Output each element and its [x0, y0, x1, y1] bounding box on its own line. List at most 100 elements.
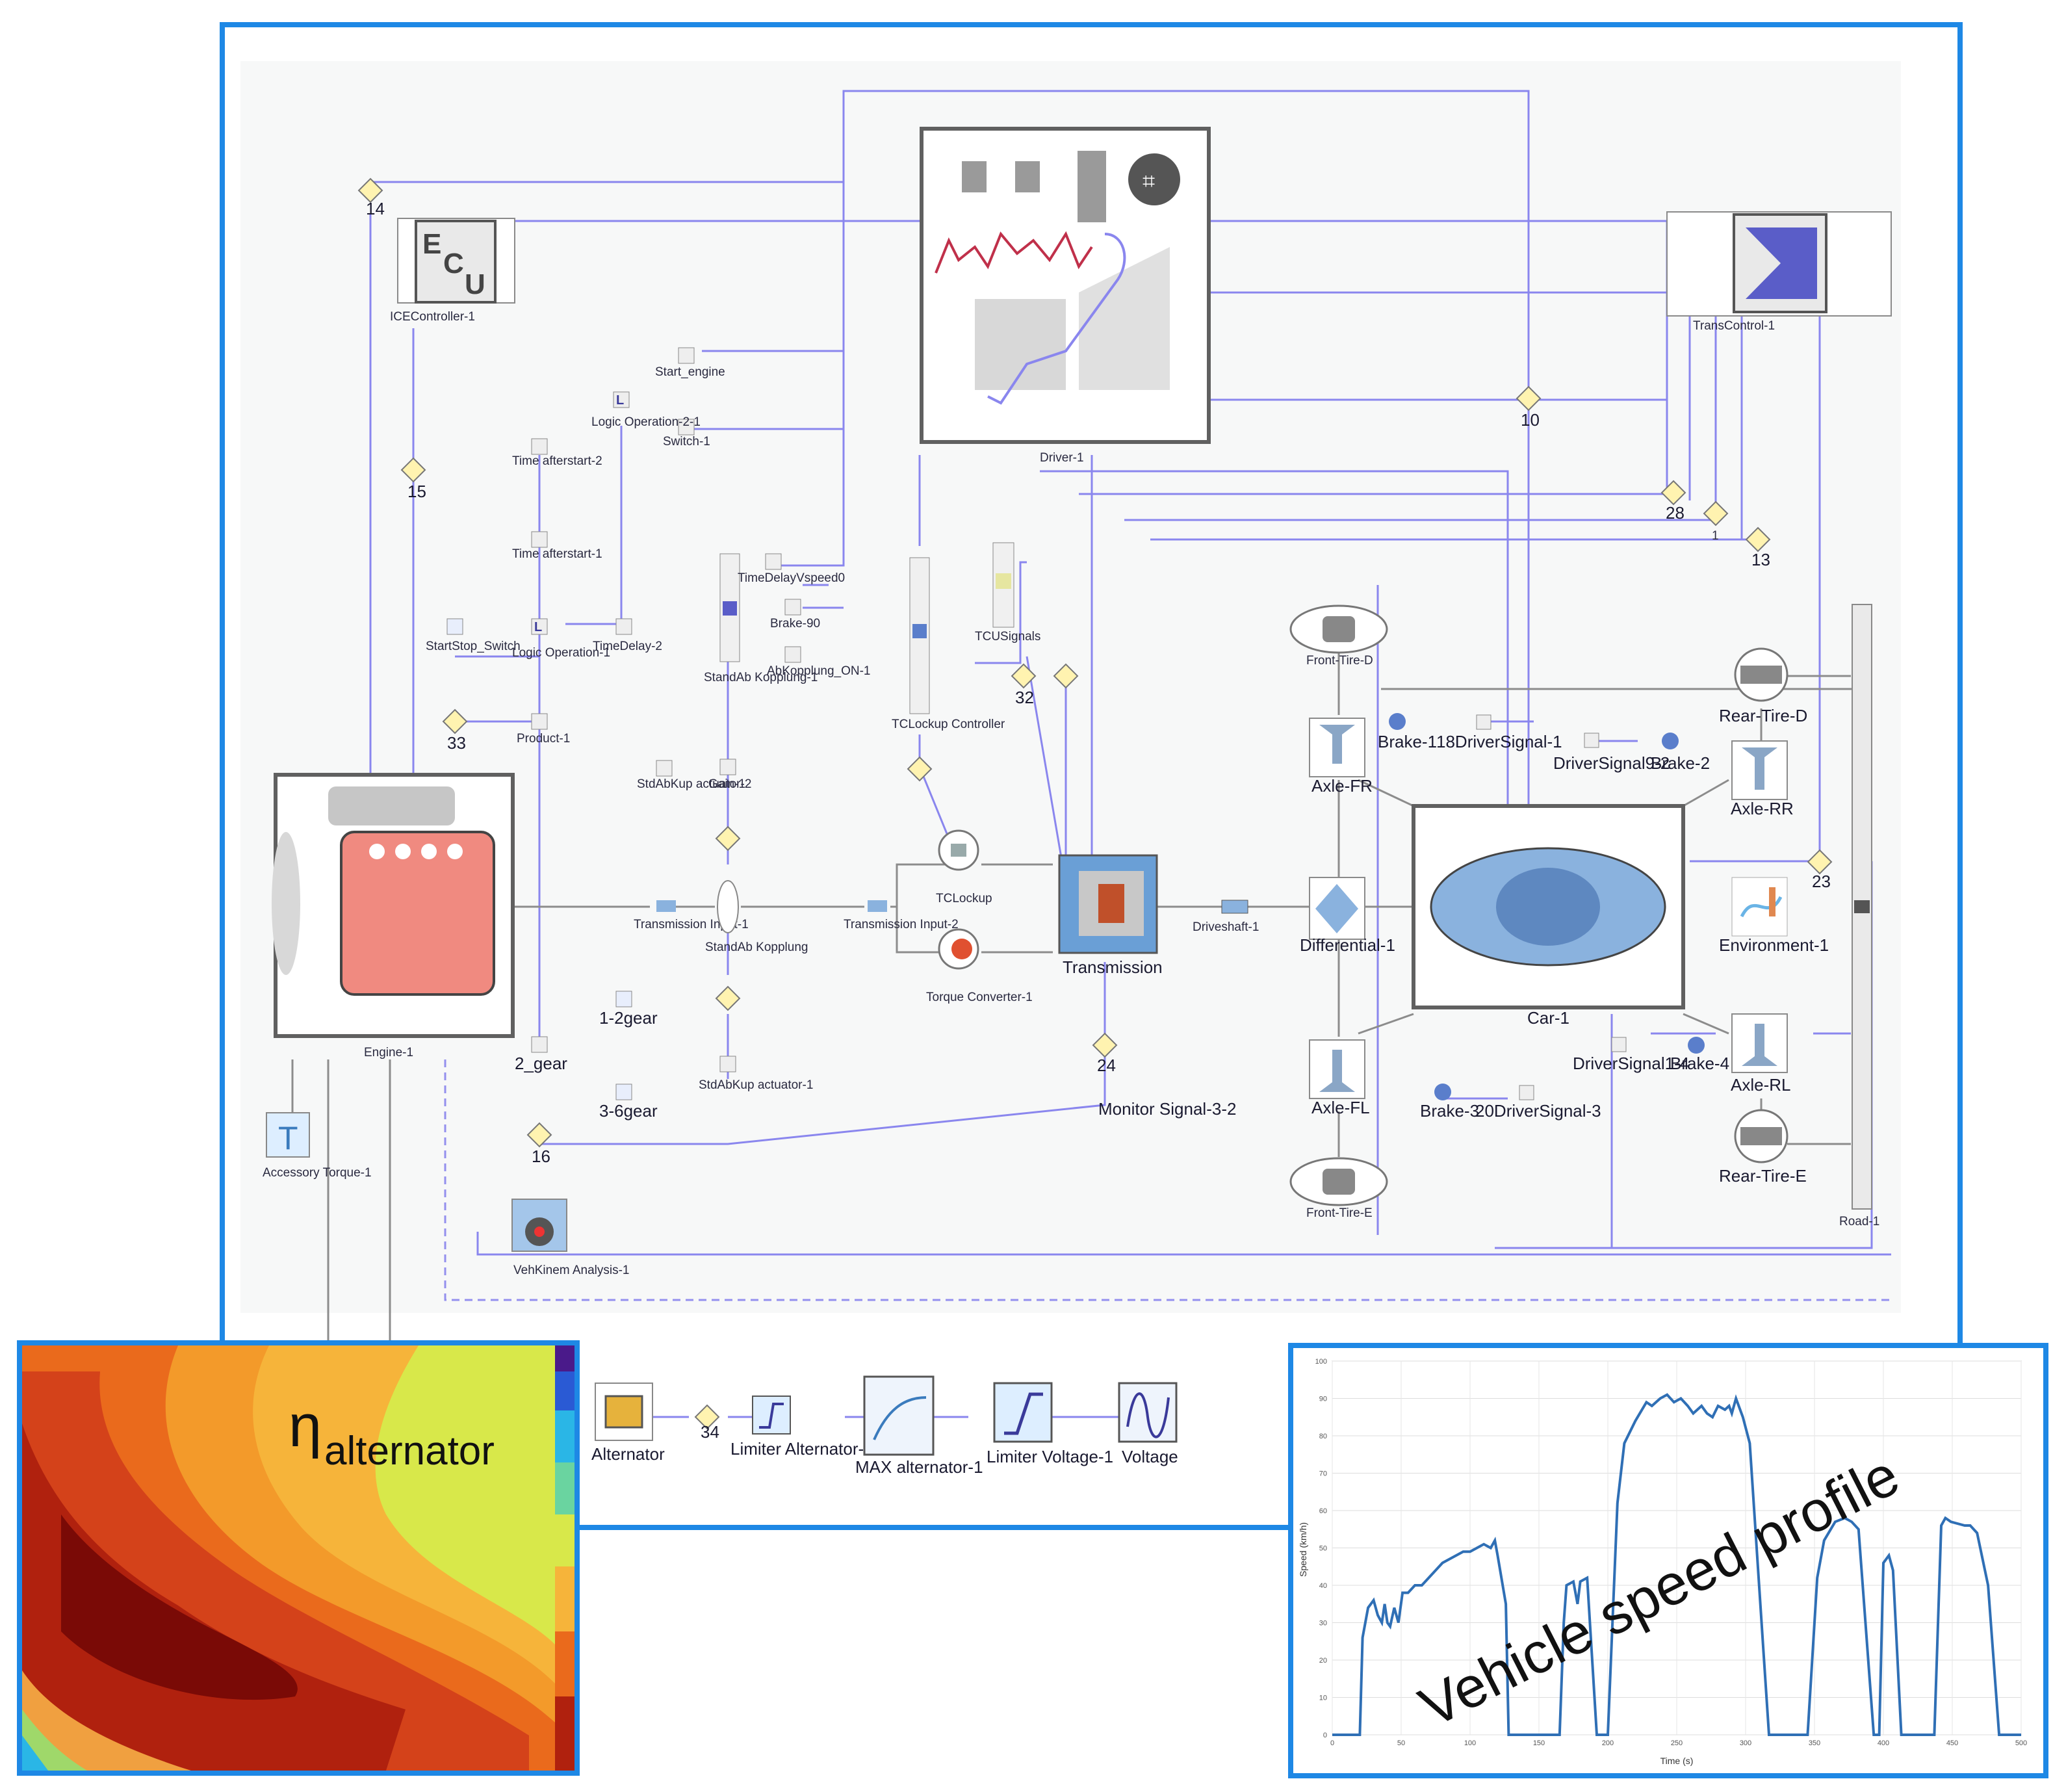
brake-3[interactable]: Brake-3 [1420, 1084, 1479, 1121]
tclockup-block[interactable]: TCLockup [936, 829, 992, 905]
brake-90-block[interactable]: Brake-90 [770, 599, 820, 630]
efficiency-map-inset: η alternator [17, 1340, 580, 1776]
start-engine-block[interactable]: Start_engine [655, 347, 725, 379]
stdabkup-actuator-2-block[interactable]: StdAbKup actuator-2 [637, 760, 751, 791]
connector-14[interactable]: 14 [357, 177, 385, 218]
connector-11[interactable] [1053, 663, 1079, 689]
brake-2[interactable]: Brake-2 [1651, 733, 1710, 773]
connector-kopp-b[interactable] [715, 985, 741, 1011]
connector-13[interactable]: 13 [1745, 526, 1771, 569]
x-tick-label: 400 [1878, 1739, 1889, 1747]
gear-1-2-block[interactable]: 1-2gear [599, 991, 658, 1028]
product-block[interactable]: Product-1 [517, 713, 570, 746]
road-block[interactable]: Road-1 [1839, 604, 1879, 1228]
svg-text:15: 15 [407, 482, 426, 501]
axle-icon [1742, 1024, 1777, 1066]
connector-33[interactable]: 33 [442, 708, 468, 753]
ecu-block[interactable]: E C U ICEController-1 [390, 218, 515, 324]
stdabkup-actuator-1-block[interactable]: StdAbKup actuator-1 [699, 1056, 813, 1092]
switch-1-block[interactable]: Switch-1 [663, 419, 710, 448]
time-after-2-block[interactable]: Time afterstart-2 [512, 438, 602, 468]
driver-signal-4[interactable]: DriverSignal1-4 [1573, 1037, 1689, 1073]
connector-23[interactable]: 23 [1807, 849, 1833, 891]
driver-signal-2[interactable]: DriverSignal9-2 [1553, 733, 1670, 773]
x-tick-label: 150 [1533, 1739, 1545, 1747]
rear-tire-e[interactable]: Rear-Tire-E [1719, 1109, 1807, 1186]
svg-text:3-6gear: 3-6gear [599, 1101, 658, 1121]
car-block[interactable]: Car-1 [1412, 804, 1685, 1028]
driver-signal-3[interactable]: 20DriverSignal-3 [1475, 1085, 1601, 1121]
y-tick-label: 40 [1319, 1582, 1327, 1590]
svg-text:MAX alternator-1: MAX alternator-1 [855, 1457, 983, 1477]
connector-15[interactable]: 15 [400, 457, 426, 501]
y-tick-label: 30 [1319, 1620, 1327, 1628]
standab-kopplung[interactable]: StandAb Kopplung [705, 880, 808, 954]
driver-label: Driver-1 [1040, 451, 1084, 465]
svg-text:Switch-1: Switch-1 [663, 435, 710, 448]
brake-4[interactable]: Brake-4 [1670, 1037, 1729, 1073]
limiter-voltage-block[interactable]: Limiter Voltage-1 [987, 1382, 1113, 1466]
abkopplung-on-block[interactable]: AbKopplung_ON-1 [767, 646, 871, 678]
connector-34[interactable]: 34 [694, 1404, 720, 1442]
engine-cover-icon [328, 786, 455, 825]
driver-signal-1[interactable]: 18DriverSignal-1 [1436, 714, 1562, 751]
svg-text:33: 33 [447, 733, 466, 753]
svg-text:Alternator: Alternator [591, 1444, 665, 1464]
front-tire-e[interactable]: Front-Tire-E [1289, 1157, 1388, 1220]
transmission-input-2[interactable]: Transmission Input-2 [844, 900, 959, 931]
gear-3-6-block[interactable]: 3-6gear [599, 1084, 658, 1121]
alternator-block[interactable]: Alternator [591, 1383, 665, 1464]
y-tick-label: 80 [1319, 1433, 1327, 1440]
axle-fr[interactable]: Axle-FR [1309, 718, 1373, 796]
car-label: Car-1 [1527, 1008, 1569, 1028]
max-alternator-block[interactable]: MAX alternator-1 [855, 1375, 983, 1477]
connector-28[interactable]: 28 [1660, 480, 1686, 523]
torque-converter-block[interactable]: Torque Converter-1 [926, 928, 1033, 1004]
connector-24[interactable]: 24 [1092, 1032, 1118, 1075]
front-tire-d[interactable]: Front-Tire-D [1289, 604, 1388, 668]
connector-32[interactable]: 32 [1011, 663, 1037, 707]
driver-signal-3-label: 20DriverSignal-3 [1475, 1101, 1601, 1121]
timedelay-vspeed-block[interactable]: TimeDelayVspeed0 [738, 553, 845, 585]
driver-signal-4-label: DriverSignal1-4 [1573, 1054, 1689, 1073]
standab-kopplung-1[interactable]: StandAb Kopplung-1 [704, 553, 818, 684]
time-after-1-block[interactable]: Time afterstart-1 [512, 531, 602, 561]
y-tick-label: 90 [1319, 1396, 1327, 1403]
tclockup-controller-block[interactable]: TCLockup Controller [892, 557, 1005, 731]
front-tire-d-label: Front-Tire-D [1306, 654, 1373, 668]
vehkinem-block[interactable]: VehKinem Analysis-1 [511, 1199, 630, 1277]
axle-rl[interactable]: Axle-RL [1731, 1013, 1790, 1095]
driver-block[interactable]: ⌗ Driver-1 [920, 127, 1211, 465]
connector-tcl[interactable] [907, 756, 933, 782]
limiter-alternator-block[interactable]: Limiter Alternator-1 [730, 1396, 873, 1459]
tclockup-label: TCLockup [936, 892, 992, 905]
environment-block[interactable]: Environment-1 [1719, 877, 1829, 955]
differential-block[interactable]: Differential-1 [1300, 877, 1395, 955]
axle-rr[interactable]: Axle-RR [1731, 740, 1794, 818]
axle-fl[interactable]: Axle-FL [1309, 1039, 1370, 1117]
trans-control-block[interactable]: TransControl-1 [1666, 211, 1892, 333]
connector-16[interactable]: 16 [526, 1122, 552, 1166]
driveshaft-block[interactable]: Driveshaft-1 [1193, 900, 1259, 934]
transmission-block[interactable]: Transmission [1058, 854, 1163, 977]
engine-body-icon [340, 831, 495, 996]
brake-1[interactable]: Brake-1 [1378, 713, 1437, 751]
tcusignals-block[interactable]: TCUSignals [975, 542, 1040, 643]
rear-tire-e-label: Rear-Tire-E [1719, 1166, 1807, 1186]
gain-block[interactable]: Gain-1 [708, 759, 745, 791]
connector-10[interactable]: 10 [1516, 385, 1542, 430]
engine-block[interactable]: Engine-1 [272, 773, 515, 1059]
rear-tire-d[interactable]: Rear-Tire-D [1719, 647, 1807, 725]
x-tick-label: 450 [1946, 1739, 1958, 1747]
timedelay-2-block[interactable]: TimeDelay-2 [593, 618, 662, 653]
startstop-block[interactable]: StartStop_Switch [426, 618, 521, 653]
gear-2-block[interactable]: 2_gear [515, 1036, 567, 1073]
transmission-label: Transmission [1063, 957, 1163, 977]
voltage-block[interactable]: Voltage [1118, 1382, 1178, 1466]
connector-kopp-a[interactable] [715, 825, 741, 851]
monitor-signal-block[interactable]: Monitor Signal-3-2 [1098, 1099, 1236, 1119]
connector-1[interactable]: 1 [1703, 500, 1729, 543]
